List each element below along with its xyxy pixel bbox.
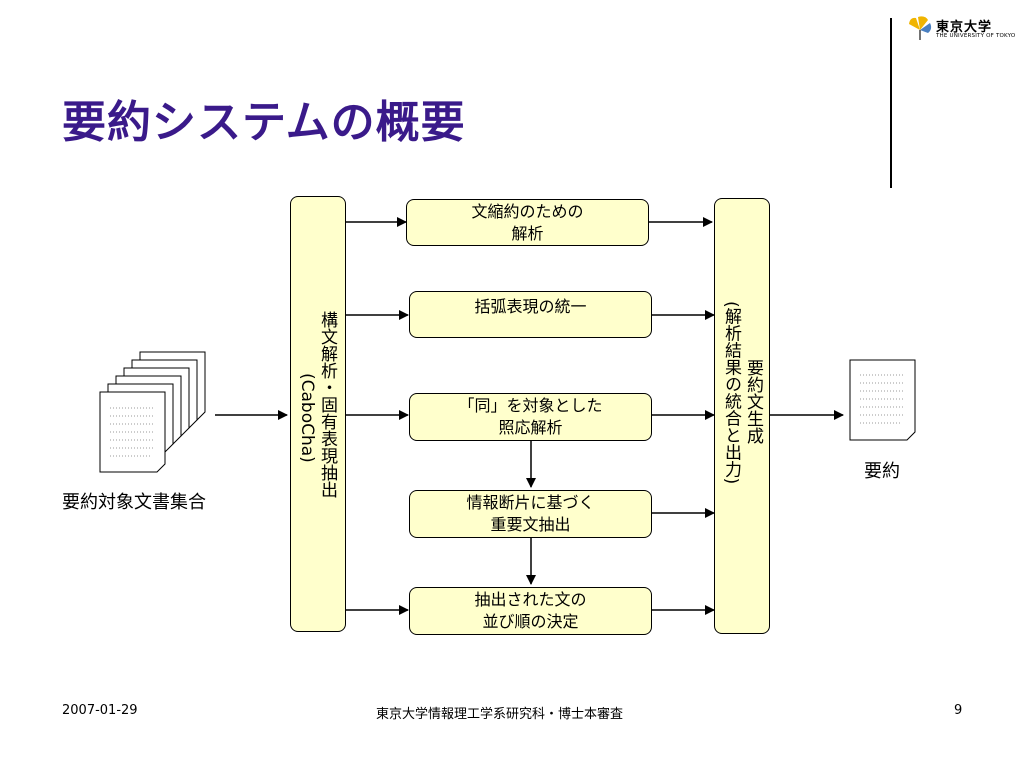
footer-date: 2007-01-29 [62, 703, 138, 718]
step-box-sentence-ordering: 抽出された文の 並び順の決定 [409, 587, 652, 635]
step-line: 並び順の決定 [482, 612, 579, 631]
input-documents-label: 要約対象文書集合 [62, 492, 206, 513]
logo-text: 東京大学 [936, 20, 993, 35]
summary-generation-panel: 要約文生成 (解析結果の統合と出力) [714, 198, 770, 634]
step-line: 重要文抽出 [490, 515, 571, 534]
parsing-panel-tool: (CaboCha) [297, 373, 317, 463]
slide-title: 要約システムの概要 [62, 97, 466, 148]
summary-generation-detail: (解析結果の統合と出力) [721, 301, 741, 485]
step-line: 照応解析 [498, 418, 563, 437]
step-box-bracket-unification: 括弧表現の統一 [409, 291, 652, 338]
step-box-anaphora-resolution: 「同」を対象とした 照応解析 [409, 393, 652, 441]
step-line: 「同」を対象とした [458, 396, 603, 415]
step-box-sentence-extraction: 情報断片に基づく 重要文抽出 [409, 490, 652, 538]
ginkgo-leaf-icon [909, 16, 932, 40]
step-line: 解析 [511, 223, 544, 243]
arrows [215, 217, 844, 615]
document-stack-icon [99, 351, 206, 473]
output-summary-label: 要約 [864, 461, 900, 482]
summary-generation-label: 要約文生成 [743, 359, 763, 444]
parsing-panel: 構文解析・固有表現抽出 (CaboCha) [290, 196, 346, 632]
footer-organization: 東京大学情報理工学系研究科・博士本審査 [376, 707, 624, 722]
logo-subtext: THE UNIVERSITY OF TOKYO [936, 33, 1016, 39]
step-line: 文縮約のための [471, 201, 584, 221]
step-box-compression-analysis: 文縮約のための 解析 [406, 199, 649, 246]
step-line: 抽出された文の [474, 590, 587, 609]
step-line: 情報断片に基づく [466, 493, 595, 512]
step-line: 括弧表現の統一 [474, 297, 587, 316]
header-divider [890, 18, 892, 188]
footer-page-number: 9 [954, 703, 963, 718]
university-logo: 東京大学 THE UNIVERSITY OF TOKYO [906, 14, 1016, 46]
parsing-panel-label: 構文解析・固有表現抽出 [317, 311, 337, 498]
output-document-icon [849, 359, 916, 441]
